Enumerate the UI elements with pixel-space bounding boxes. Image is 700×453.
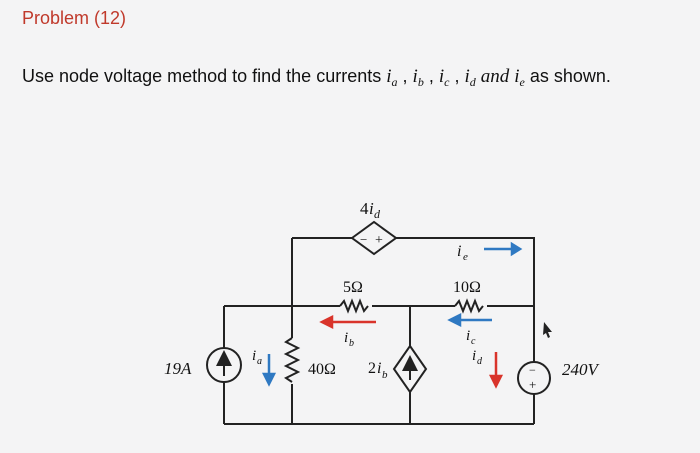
current-ic-arrow-icon <box>447 312 492 328</box>
statement-suffix: as shown. <box>529 66 611 86</box>
dep-vs-plus-sign: + <box>375 233 383 248</box>
current-ic-var: i <box>466 328 470 344</box>
current-ia-arrow-icon <box>261 354 277 387</box>
current-ie-var: i <box>457 243 461 260</box>
current-ie-sub: e <box>463 251 468 263</box>
var-ib: ib <box>412 66 424 89</box>
dep-cs-var: i <box>377 360 381 377</box>
resistor-10ohm <box>454 298 484 314</box>
dep-cs-gain: 2 <box>368 360 376 377</box>
cursor-pointer-icon <box>543 322 552 338</box>
var-ie: ie <box>514 66 525 89</box>
dependent-voltage-source <box>350 220 398 256</box>
current-ib-var: i <box>344 330 348 346</box>
var-id: id <box>464 66 476 89</box>
current-id-var: i <box>472 348 476 364</box>
statement-prefix: Use node voltage method to find the curr… <box>22 66 382 86</box>
var-ic: ic <box>438 66 450 89</box>
voltage-source-label: 240V <box>562 360 601 379</box>
current-ia-sub: a <box>257 356 262 367</box>
current-ic-sub: c <box>471 336 476 347</box>
dep-cs-sub: b <box>382 369 388 381</box>
current-ia-var: i <box>252 348 256 364</box>
vs-minus-sign: − <box>529 363 536 377</box>
resistor-40ohm <box>283 337 301 383</box>
problem-title: Problem (12) <box>22 8 127 28</box>
voltage-source-240v <box>517 361 551 395</box>
current-source-label: 19A <box>164 359 192 378</box>
vs-plus-sign: + <box>529 377 536 392</box>
current-id-sub: d <box>477 356 483 367</box>
dep-vs-minus-sign: − <box>360 232 367 247</box>
current-id-arrow-icon <box>488 352 504 389</box>
current-ie-arrow-icon <box>484 241 523 257</box>
circuit-wires <box>223 237 535 425</box>
and-word: and <box>480 66 510 87</box>
dep-vs-gain: 4 <box>360 199 369 218</box>
resistor-40ohm-label: 40Ω <box>308 361 336 378</box>
dep-vs-sub: d <box>374 207 381 221</box>
current-ib-arrow-icon <box>319 314 376 330</box>
dep-vs-var: i <box>369 199 374 218</box>
resistor-5ohm <box>339 298 369 314</box>
problem-statement: Use node voltage method to find the curr… <box>22 66 611 89</box>
current-ib-sub: b <box>349 338 354 349</box>
resistor-5ohm-label: 5Ω <box>343 279 363 296</box>
var-ia: ia <box>386 66 398 89</box>
resistor-10ohm-label: 10Ω <box>453 279 481 296</box>
